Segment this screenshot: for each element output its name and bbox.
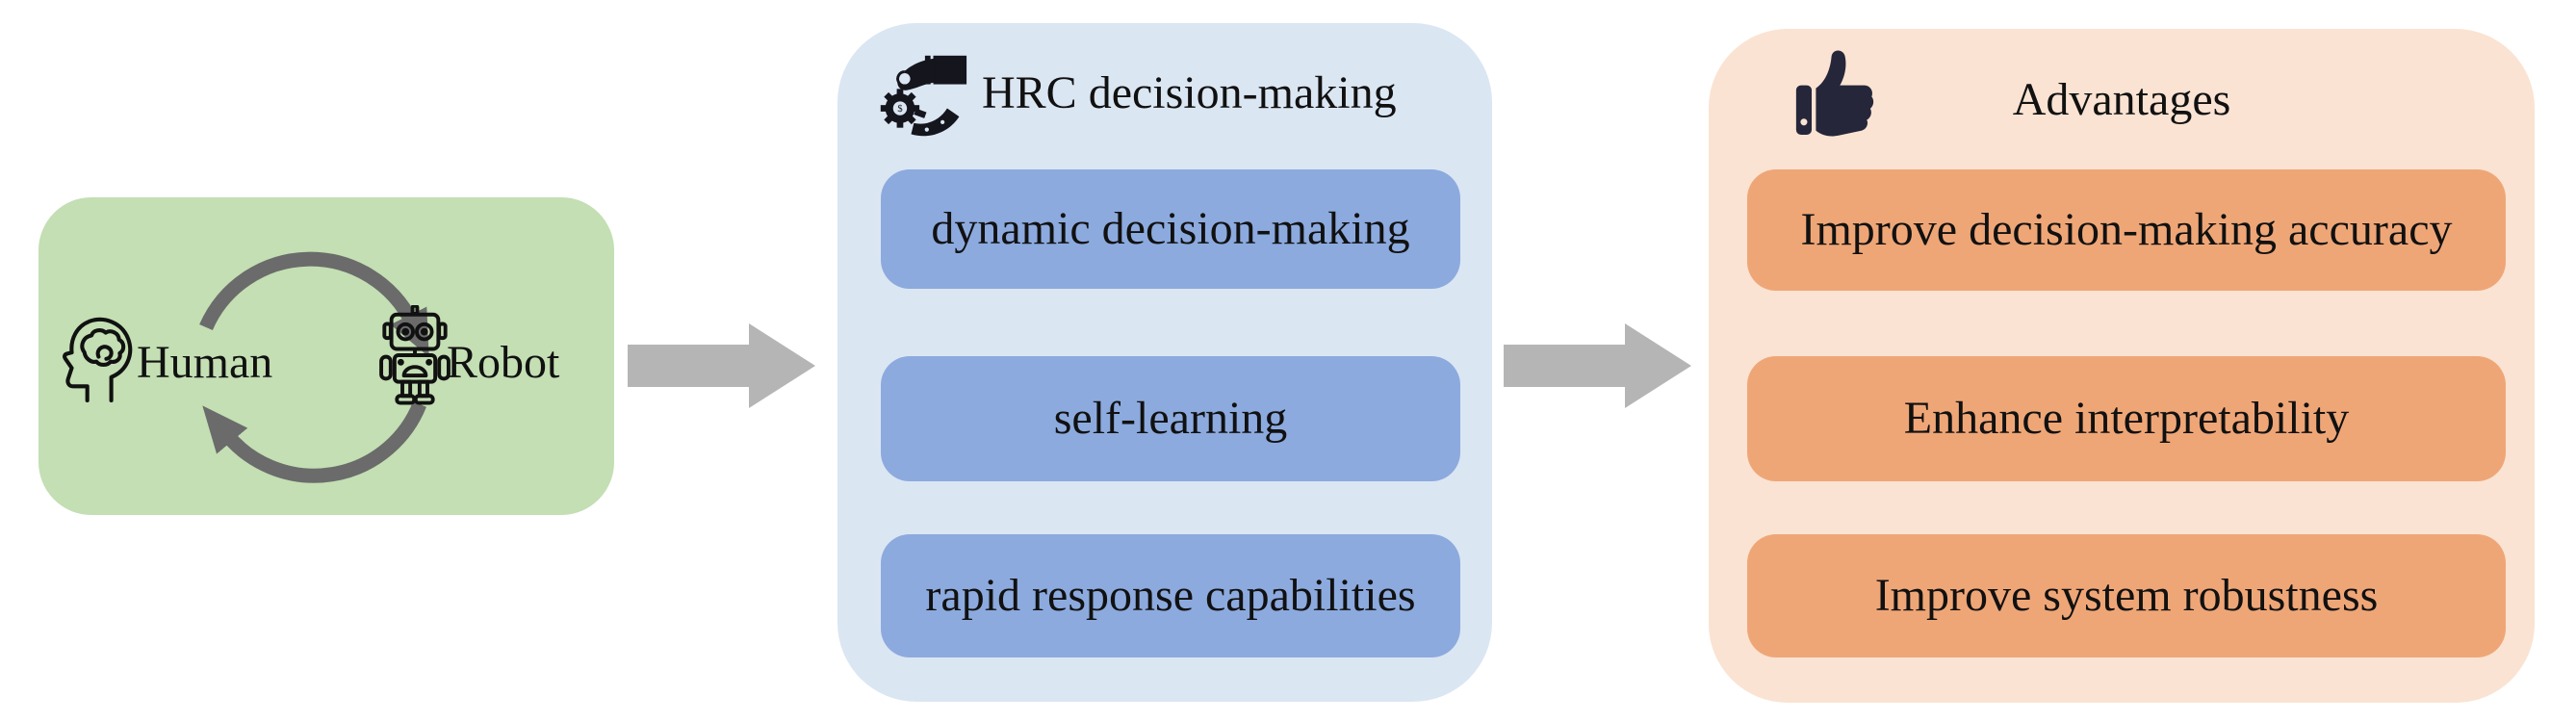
robot-icon [379, 305, 451, 405]
decision-item: self-learning [881, 356, 1460, 481]
cycle-arrows-icon [199, 251, 429, 483]
advantage-item: Improve system robustness [1747, 534, 2506, 657]
decision-item: dynamic decision-making [881, 169, 1460, 289]
right-arrow-icon [1504, 323, 1691, 408]
svg-text:$: $ [897, 104, 902, 115]
right-arrow-icon [628, 323, 815, 408]
advantage-item: Improve decision-making accuracy [1747, 169, 2506, 291]
decision-item: rapid response capabilities [881, 534, 1460, 657]
panel-title: Advantages [2012, 74, 2231, 125]
human-label: Human [137, 337, 273, 388]
robot-label: Robot [447, 337, 560, 388]
advantages-panel: Advantages Improve decision-making accur… [1709, 29, 2535, 703]
hrc-decision-making-panel: $ HRC decision-making dynamic decision-m… [837, 23, 1492, 702]
human-robot-handshake-gear-icon: $ [880, 55, 967, 137]
advantage-item: Enhance interpretability [1747, 356, 2506, 481]
panel-title: HRC decision-making [982, 67, 1397, 118]
human-head-brain-icon [63, 317, 133, 403]
human-robot-panel: Human [39, 197, 614, 515]
thumbs-up-icon [1795, 50, 1874, 137]
